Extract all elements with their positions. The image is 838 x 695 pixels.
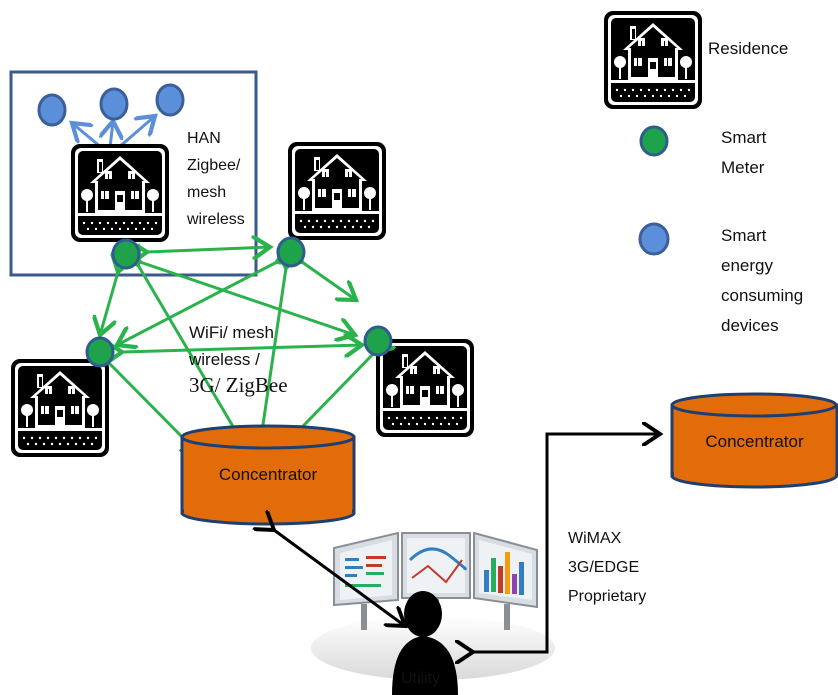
backhaul-links	[274, 434, 660, 652]
legend-residence-label: Residence	[708, 39, 789, 58]
concentrator-icon	[670, 392, 838, 489]
smart-meter-icon	[363, 325, 393, 357]
utility-label: Utility	[401, 670, 441, 687]
smart-meter-icon	[111, 238, 141, 270]
concentrator-left-label: Concentrator	[218, 465, 318, 484]
device-icon	[37, 93, 67, 127]
concentrator-icon	[180, 424, 356, 526]
smart-meter-icon	[639, 125, 669, 157]
device-icon	[638, 222, 670, 256]
house-icon	[288, 142, 386, 240]
house-icon	[604, 11, 702, 109]
device-icon	[99, 87, 129, 121]
smart-meter-icon	[85, 336, 115, 368]
device-icon	[155, 83, 185, 117]
house-icon	[11, 359, 109, 457]
concentrator-right-label: Concentrator	[705, 432, 804, 451]
house-icon	[71, 144, 169, 242]
device-icon-group	[37, 83, 185, 127]
han-device-links	[72, 116, 155, 150]
smart-meter-icon	[276, 236, 306, 268]
house-icon	[376, 339, 474, 437]
smart-meter-group	[85, 125, 669, 368]
